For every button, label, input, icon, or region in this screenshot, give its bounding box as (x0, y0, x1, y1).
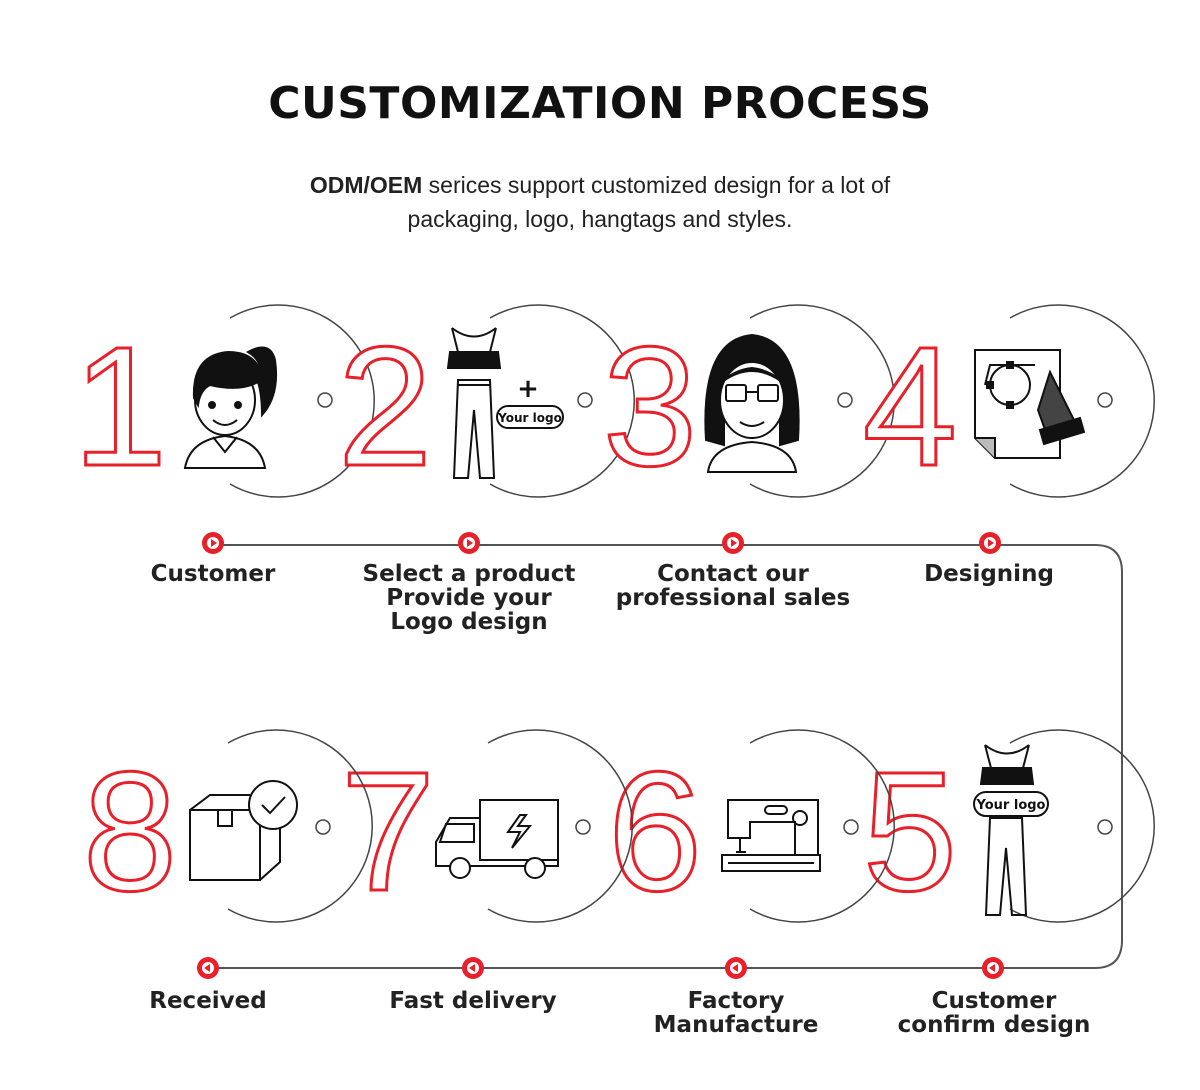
step-label-4: Designing (924, 561, 1054, 587)
sewing-machine-icon (721, 799, 821, 872)
svg-text:+: + (517, 374, 539, 404)
your-logo-text: Your logo (976, 798, 1046, 813)
subtitle-line-1: ODM/OEM serices support customized desig… (310, 172, 890, 198)
box-check-icon (189, 780, 298, 881)
step-number-3: 3 (603, 312, 698, 502)
your-logo-text: Your logo (497, 411, 562, 425)
arrow-marker-1 (202, 532, 224, 554)
step-label-8: Received (149, 988, 267, 1014)
page-title: CUSTOMIZATION PROCESS (268, 78, 932, 129)
arrow-marker-6 (725, 957, 747, 979)
step-label-2: Select a product Provide your Logo desig… (362, 561, 576, 635)
delivery-truck-icon (435, 799, 559, 879)
subtitle-text-2: packaging, logo, hangtags and styles. (407, 206, 793, 232)
process-connector-line (208, 544, 1123, 969)
step-8: 8 (81, 729, 373, 929)
pen-tool-design-icon (974, 349, 1086, 459)
subtitle-text-1: serices support customized design for a … (422, 172, 891, 198)
step-number-1: 1 (73, 312, 168, 502)
step-label-3: Contact our professional sales (615, 561, 851, 611)
step-label-5: Customer confirm design (897, 988, 1091, 1038)
subtitle-brand: ODM/OEM (309, 172, 423, 198)
step-3: 3 (601, 304, 895, 504)
step-number-5: 5 (863, 737, 958, 927)
step-number-7: 7 (341, 737, 436, 927)
step-5: 5 Your logo (861, 729, 1155, 929)
step-4: 4 (861, 304, 1155, 504)
woman-glasses-icon (704, 333, 800, 473)
step-number-8: 8 (83, 737, 178, 927)
step-label-1: Customer (150, 561, 276, 587)
step-6: 6 (606, 729, 895, 929)
step-2: 2 + Your logo (336, 304, 635, 504)
step-1: 1 (71, 304, 375, 504)
arrow-marker-4 (979, 532, 1001, 554)
sportswear-logo-icon: + Your logo (446, 327, 564, 479)
step-7: 7 (339, 729, 633, 929)
step-label-7: Fast delivery (389, 988, 557, 1014)
arrow-marker-3 (722, 532, 744, 554)
step-number-4: 4 (863, 312, 958, 502)
arrow-marker-5 (982, 957, 1004, 979)
arrow-marker-2 (458, 532, 480, 554)
arrow-marker-8 (197, 957, 219, 979)
subtitle: ODM/OEM serices support customized desig… (0, 168, 1200, 236)
step-label-6: Factory Manufacture (653, 988, 819, 1038)
woman-ponytail-icon (183, 346, 278, 469)
step-number-2: 2 (338, 312, 433, 502)
arrow-marker-7 (462, 957, 484, 979)
sportswear-logo-icon: Your logo (973, 744, 1049, 916)
step-number-6: 6 (608, 737, 703, 927)
